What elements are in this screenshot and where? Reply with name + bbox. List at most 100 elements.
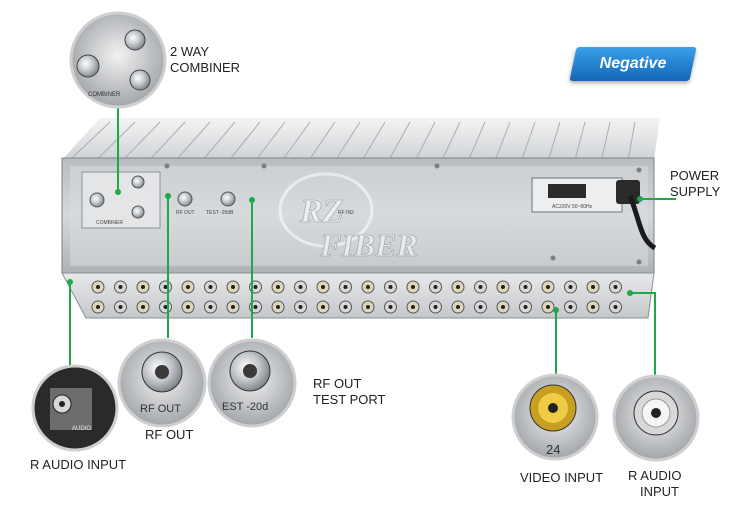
rca-jack-center	[366, 305, 370, 309]
rca-jack-center	[208, 285, 213, 289]
chassis-top-cover	[62, 118, 660, 160]
power-label-2: SUPPLY	[670, 184, 721, 199]
rca-jack-center	[501, 305, 505, 309]
rca-jack-center	[568, 305, 573, 309]
rca-jack-center	[186, 285, 190, 289]
rca-jack-center	[433, 305, 438, 309]
rca-jack-center	[141, 305, 145, 309]
rz-fiber-watermark: RZ FIBER	[278, 172, 418, 263]
rca-jack-center	[478, 305, 483, 309]
rca-jack-center	[613, 285, 618, 289]
rca-jack-center	[186, 305, 190, 309]
rca-jack-center	[523, 285, 528, 289]
rf-out-small-text: RF OUT	[176, 210, 195, 216]
rca-jack-center	[411, 285, 415, 289]
rca-jack-center	[276, 285, 280, 289]
test-port-label-2: TEST PORT	[313, 392, 386, 407]
vent-slot	[522, 121, 536, 159]
rca-jack-center	[388, 285, 393, 289]
negative-badge-text: Negative	[599, 55, 667, 72]
combiner-small-text: COMBINER	[96, 220, 123, 226]
rca-jack-center	[276, 305, 280, 309]
rf-out-zoom: RF OUT	[117, 338, 207, 428]
vent-slot	[283, 121, 311, 159]
video-input-zoom: 24	[511, 373, 599, 461]
test-port-label-1: RF OUT	[313, 376, 362, 391]
rca-jack-center	[96, 285, 100, 289]
callout-lines	[69, 102, 676, 376]
rca-jack-center	[118, 305, 123, 309]
rca-jack-center	[298, 305, 303, 309]
vent-slot	[575, 121, 586, 159]
rca-jack-center	[253, 285, 258, 289]
connector-strip	[61, 272, 655, 319]
rca-jack-center	[591, 285, 595, 289]
rca-jack-center	[546, 285, 550, 289]
vent-slot	[124, 121, 161, 159]
rf-out-label: RF OUT	[145, 427, 194, 442]
chassis-rear-panel: COMBINER RF OUT TEST -20dB RF IN2 AC220V…	[61, 157, 657, 274]
rca-jack-center	[456, 305, 460, 309]
combiner-label-1: 2 WAY	[170, 44, 210, 59]
negative-badge: Negative	[569, 47, 697, 81]
rca-jack-center	[208, 305, 213, 309]
vent-slot	[98, 121, 136, 159]
rca-jack-center	[96, 305, 100, 309]
audio-zoom-text: AUDIO	[72, 426, 91, 432]
rca-jack-center	[141, 285, 145, 289]
rca-jack-center	[546, 305, 550, 309]
vent-slot	[151, 121, 186, 159]
rca-jack-center	[478, 285, 483, 289]
rca-jack-center	[411, 305, 415, 309]
r-audio-left-label: R AUDIO INPUT	[30, 457, 127, 472]
vent-slot	[310, 121, 336, 159]
vent-slot	[389, 121, 411, 159]
power-label-1: POWER	[670, 168, 720, 183]
rca-jack-center	[366, 285, 370, 289]
rf-out-zoom-text: RF OUT	[140, 403, 181, 415]
rca-jack-center	[321, 305, 325, 309]
combiner-zoom: COMBINER	[69, 11, 167, 109]
vent-slot	[442, 121, 461, 159]
vent-slot	[257, 121, 286, 159]
vent-slot	[71, 121, 111, 159]
vent-slot	[336, 121, 361, 159]
rca-jack-center	[388, 305, 393, 309]
watermark-line2: FIBER	[319, 227, 418, 263]
watermark-line1: RZ	[299, 193, 343, 230]
rca-jack-center	[613, 305, 618, 309]
r-audio-right-zoom	[612, 374, 700, 462]
rca-jack-center	[231, 285, 235, 289]
vent-slot	[416, 121, 436, 159]
vent-slot	[230, 121, 261, 159]
vent-slot	[469, 121, 486, 159]
test-small-text: TEST -20dB	[206, 210, 234, 216]
rca-jack-center	[231, 305, 235, 309]
test-port-zoom: EST -20d	[207, 338, 297, 428]
rca-jack-center	[591, 305, 595, 309]
vent-slot	[204, 121, 236, 159]
rf-in-small-text: RF IN2	[338, 210, 354, 216]
rca-jack-center	[568, 285, 573, 289]
rca-jack-center	[343, 285, 348, 289]
r-audio-right-label-2: INPUT	[640, 484, 679, 499]
rca-jack-center	[298, 285, 303, 289]
combiner-zoom-text: COMBINER	[88, 92, 121, 98]
video-zoom-text: 24	[546, 442, 560, 457]
rca-jack-center	[523, 305, 528, 309]
test-port-zoom-text: EST -20d	[222, 401, 268, 413]
vent-slot	[495, 121, 511, 159]
rca-jack-center	[343, 305, 348, 309]
r-audio-left-zoom: AUDIO	[31, 364, 119, 452]
rca-jack-center	[433, 285, 438, 289]
vent-slot	[601, 121, 611, 159]
video-input-label: VIDEO INPUT	[520, 470, 604, 485]
vent-slot	[177, 121, 211, 159]
rca-jack-center	[253, 305, 258, 309]
rca-jack-center	[163, 305, 168, 309]
rca-jack-center	[163, 285, 168, 289]
vent-slot	[548, 121, 561, 159]
rca-jack-center	[118, 285, 123, 289]
vent-slot	[628, 121, 636, 159]
